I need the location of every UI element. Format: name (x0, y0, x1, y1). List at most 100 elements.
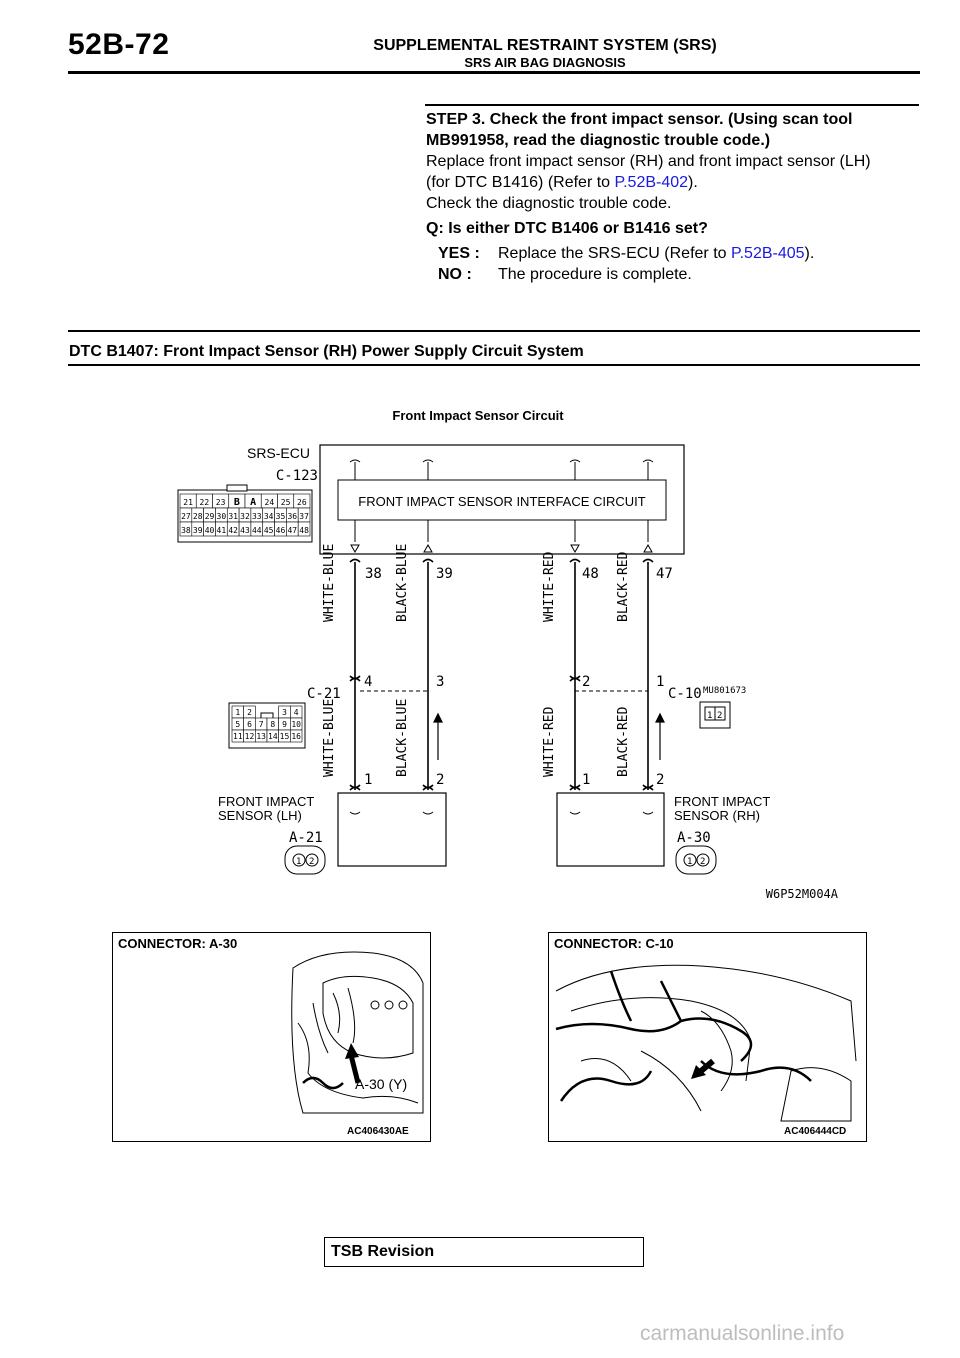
pin-38: 38 (365, 566, 382, 582)
answer-no: NO :The procedure is complete. (438, 266, 692, 284)
c21-cell (290, 729, 303, 743)
wires (349, 558, 654, 791)
c123-pin-35: 35 (276, 512, 286, 521)
step-line-3: Check the diagnostic trouble code. (426, 195, 672, 212)
wire-color-white-red: WHITE-RED (542, 551, 557, 622)
pin-c10-1: 1 (656, 674, 664, 690)
dtc-rule-top (68, 330, 920, 332)
wire-color-white-red-lower: WHITE-RED (542, 706, 557, 777)
step-rule (425, 104, 919, 106)
wire-color-black-blue: BLACK-BLUE (395, 544, 410, 622)
c123-pin-24: 24 (265, 498, 275, 507)
dashboard-illustration (555, 964, 857, 1122)
connector-c10-panel: CONNECTOR: C-10 AC406444CD (548, 932, 867, 1142)
lh-sensor-label-2: SENSOR (LH) (218, 808, 302, 823)
step-line-2-text: (for DTC B1416) (Refer to (426, 174, 615, 191)
c10-label: C-10 (668, 686, 702, 702)
wire-color-black-red: BLACK-RED (616, 551, 631, 622)
c123-pin-45: 45 (264, 526, 274, 535)
rh-pin-1: 1 (687, 857, 692, 867)
connector-a30-title: CONNECTOR: A-30 (118, 936, 238, 951)
ecu-internal-lines (349, 459, 654, 554)
engine-bay-illustration (291, 951, 424, 1114)
wiring-diagram: Front Impact Sensor Circuit SRS-ECU C-12… (177, 408, 839, 901)
watermark: carmanualsonline.info (640, 1322, 845, 1345)
step-heading-2: MB991958, read the diagnostic trouble co… (426, 132, 771, 149)
c21-pin-9: 9 (282, 720, 287, 729)
c123-pin-21: 21 (183, 498, 193, 507)
interface-circuit-box (337, 479, 667, 521)
c123-pin-28: 28 (193, 512, 203, 521)
c10-part-number: MU801673 (703, 686, 746, 696)
c21-pin-7: 7 (259, 720, 264, 729)
c123-pin-23: 23 (216, 498, 226, 507)
a30-image-code: AC406430AE (347, 1126, 409, 1137)
lh-pin-2: 2 (309, 857, 314, 867)
c123-pin-A: A (250, 497, 256, 508)
c21-pin-11: 11 (233, 732, 243, 741)
c123-pin-46: 46 (276, 526, 286, 535)
ecu-label: SRS-ECU (247, 445, 310, 461)
c21-pin-10: 10 (291, 720, 301, 729)
c123-pin-30: 30 (217, 512, 227, 521)
c21-pin-13: 13 (256, 732, 266, 741)
c21-pin-2: 2 (247, 708, 252, 717)
pin-lh-2: 2 (436, 772, 444, 788)
c21-pin-4: 4 (294, 708, 299, 717)
lh-sensor-box (337, 792, 447, 867)
rh-sensor-connector-face: 1 2 (675, 845, 717, 875)
c123-pin-29: 29 (205, 512, 215, 521)
rh-sensor-box (556, 792, 665, 867)
c10-pin-2: 2 (717, 711, 722, 721)
pin-rh-2: 2 (656, 772, 664, 788)
c21-pin-12: 12 (245, 732, 255, 741)
yes-label: YES : (438, 245, 480, 262)
c123-pin-26: 26 (297, 498, 307, 507)
tsb-revision-box: TSB Revision (324, 1237, 644, 1267)
c21-pin-6: 6 (247, 720, 252, 729)
c123-pin-39: 39 (193, 526, 203, 535)
lh-connector-label: A-21 (289, 830, 323, 846)
direct-arrows (433, 712, 665, 760)
tsb-revision-label: TSB Revision (331, 1243, 435, 1260)
c123-pin-33: 33 (252, 512, 262, 521)
c123-pin-44: 44 (252, 526, 262, 535)
c21-pin-14: 14 (268, 732, 278, 741)
pin-39: 39 (436, 566, 453, 582)
ecu-connector-label: C-123 (276, 468, 318, 484)
pin-48: 48 (582, 566, 599, 582)
connector-c10-title: CONNECTOR: C-10 (554, 936, 674, 951)
c21-pin-3: 3 (282, 708, 287, 717)
wire-color-white-blue: WHITE-BLUE (322, 544, 337, 622)
c123-pin-25: 25 (281, 498, 291, 507)
ref-link-402[interactable]: P.52B-402 (614, 174, 689, 191)
c123-cell (297, 521, 311, 537)
figure-code: W6P52M004A (766, 887, 839, 901)
header-rule (68, 71, 920, 74)
wire-color-black-red-lower: BLACK-RED (616, 706, 631, 777)
c123-pin-43: 43 (240, 526, 250, 535)
c21-pin-1: 1 (235, 708, 240, 717)
c123-pin-34: 34 (264, 512, 274, 521)
c123-pin-41: 41 (217, 526, 227, 535)
lh-sensor-connector-face: 1 2 (284, 845, 326, 875)
c123-pin-42: 42 (228, 526, 238, 535)
pin-47: 47 (656, 566, 673, 582)
connector-a30-panel: CONNECTOR: A-30 A-30 (Y) AC406430AE (112, 932, 431, 1142)
pin-c21-3: 3 (436, 674, 444, 690)
c10-image-code: AC406444CD (784, 1126, 847, 1137)
c123-pin-37: 37 (299, 512, 309, 521)
section-subtitle: SRS AIR BAG DIAGNOSIS (464, 55, 626, 70)
ref-link-405[interactable]: P.52B-405 (730, 245, 805, 262)
rh-sensor-label-2: SENSOR (RH) (674, 808, 760, 823)
c123-pin-38: 38 (181, 526, 191, 535)
step-line-1: Replace front impact sensor (RH) and fro… (426, 153, 871, 170)
wire-color-white-blue-lower: WHITE-BLUE (322, 699, 337, 777)
c21-label: C-21 (307, 686, 341, 702)
rh-sensor-label-1: FRONT IMPACT (674, 794, 770, 809)
yes-text: Replace the SRS-ECU (Refer to (498, 245, 731, 262)
page-number: 52B-72 (68, 28, 170, 61)
